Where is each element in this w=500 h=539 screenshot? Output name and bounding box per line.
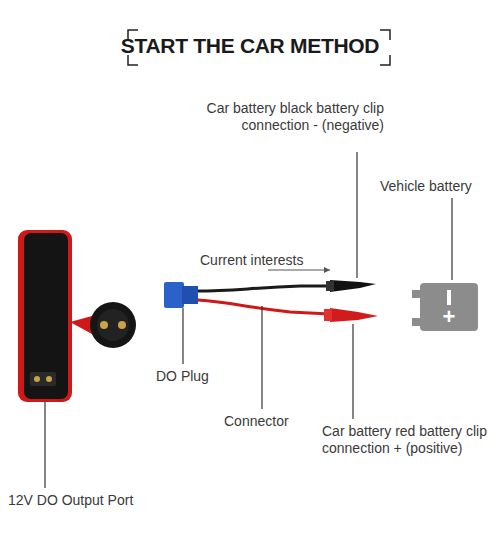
jump-starter	[18, 230, 136, 402]
part-label: DO Plug	[156, 368, 256, 385]
clip-label: Car battery red battery clip connection …	[322, 423, 494, 457]
part-label: Connector	[224, 413, 334, 430]
port-label: 12V DO Output Port	[8, 492, 208, 509]
battery-node: +	[420, 283, 478, 331]
battery-icon	[412, 283, 478, 331]
cable-assembly	[164, 267, 378, 322]
clip-label: Car battery black battery clip connectio…	[176, 100, 384, 134]
terminal-sign: +	[443, 306, 456, 328]
part-label: Vehicle battery	[380, 178, 496, 195]
flow-label: Current interests	[200, 252, 340, 269]
title: START THE CAR METHOD	[0, 34, 500, 58]
